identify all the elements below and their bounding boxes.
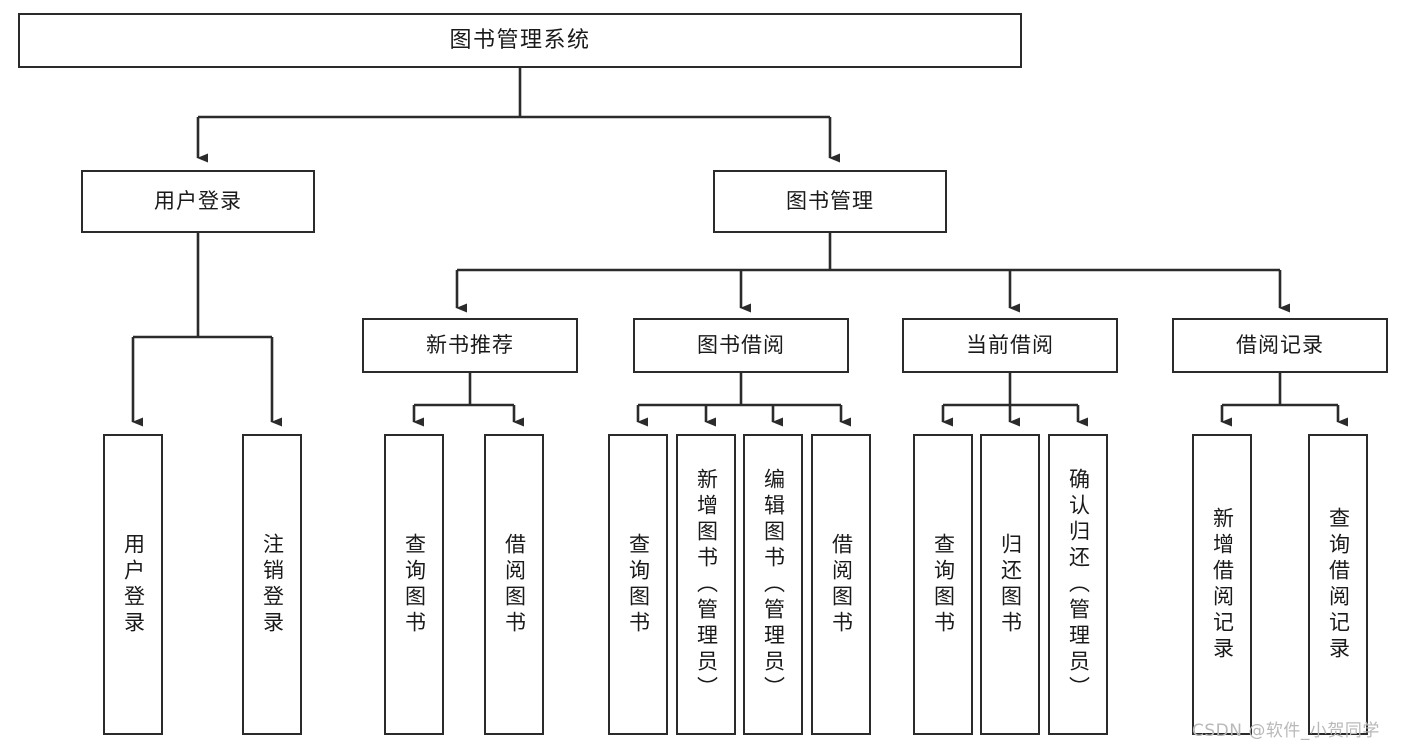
leaf-record-add-record[interactable]: 新增借阅记录 [1192,434,1252,735]
node-label: 查询借阅记录 [1326,506,1351,663]
node-user-login[interactable]: 用户登录 [81,170,315,233]
node-label: 用户登录 [154,189,242,214]
node-label: 用户登录 [121,532,146,637]
leaf-current-confirm-return-admin[interactable]: 确认归还（管理员） [1048,434,1108,735]
node-book-management[interactable]: 图书管理 [713,170,947,233]
leaf-current-return-book[interactable]: 归还图书 [980,434,1040,735]
node-label: 当前借阅 [966,333,1054,358]
node-label: 借阅图书 [502,532,527,637]
node-label: 图书借阅 [697,333,785,358]
leaf-borrow-edit-book-admin[interactable]: 编辑图书（管理员） [743,434,803,735]
leaf-current-query-book[interactable]: 查询图书 [913,434,973,735]
node-book-borrow[interactable]: 图书借阅 [633,318,849,373]
node-label: 查询图书 [402,532,427,637]
leaf-recommend-borrow-book[interactable]: 借阅图书 [484,434,544,735]
node-root-library-system[interactable]: 图书管理系统 [18,13,1022,68]
node-label: 归还图书 [998,532,1023,637]
node-label: 注销登录 [260,532,285,637]
csdn-watermark: CSDN @软件_小贺同学 [1192,721,1380,741]
node-label: 确认归还（管理员） [1066,467,1091,702]
node-new-book-recommend[interactable]: 新书推荐 [362,318,578,373]
node-label: 编辑图书（管理员） [761,467,786,702]
node-label: 新书推荐 [426,333,514,358]
node-label: 借阅记录 [1236,333,1324,358]
leaf-borrow-borrow-book[interactable]: 借阅图书 [811,434,871,735]
leaf-recommend-query-book[interactable]: 查询图书 [384,434,444,735]
node-label: 图书管理 [786,189,874,214]
leaf-user-login-logout[interactable]: 注销登录 [242,434,302,735]
node-current-borrow[interactable]: 当前借阅 [902,318,1118,373]
leaf-borrow-add-book-admin[interactable]: 新增图书（管理员） [676,434,736,735]
node-label: 查询图书 [931,532,956,637]
node-label: 新增借阅记录 [1210,506,1235,663]
node-label: 新增图书（管理员） [694,467,719,702]
leaf-user-login-login[interactable]: 用户登录 [103,434,163,735]
node-label: 图书管理系统 [449,27,591,53]
node-borrow-record[interactable]: 借阅记录 [1172,318,1388,373]
leaf-record-query-record[interactable]: 查询借阅记录 [1308,434,1368,735]
leaf-borrow-query-book[interactable]: 查询图书 [608,434,668,735]
node-label: 查询图书 [626,532,651,637]
node-label: 借阅图书 [829,532,854,637]
